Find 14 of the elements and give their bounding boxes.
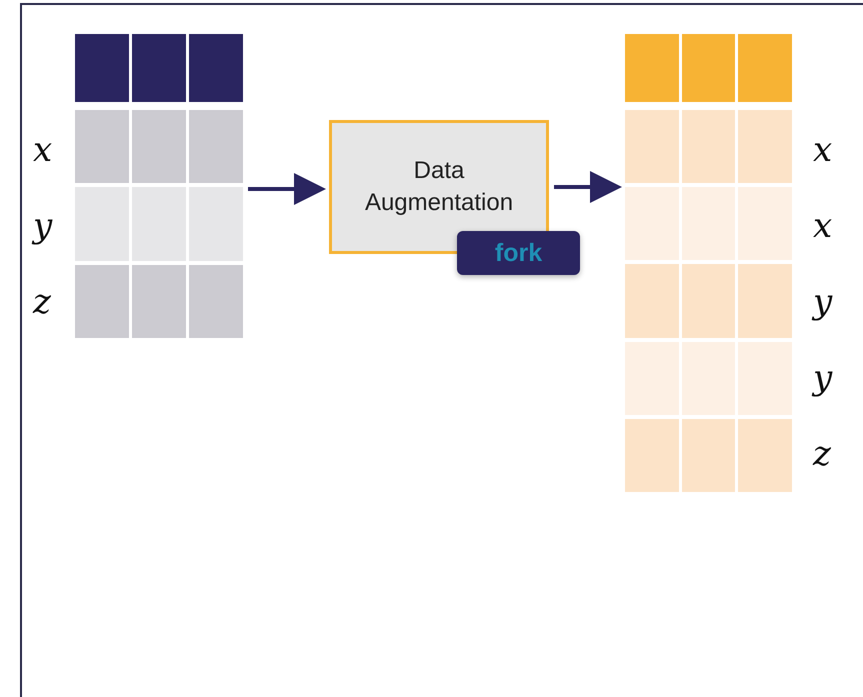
- row-label: y: [813, 282, 832, 322]
- table-drawing: [625, 34, 792, 492]
- row-label: z: [33, 282, 51, 322]
- row-label: x: [813, 130, 832, 170]
- arrow: [554, 171, 622, 203]
- row-label: y: [813, 358, 832, 398]
- row-label: z: [813, 434, 831, 474]
- row-label: x: [813, 206, 832, 246]
- row-label: y: [33, 206, 52, 246]
- table-drawing: [75, 34, 243, 338]
- box-title: Data Augmentation: [364, 156, 514, 218]
- row-label: x: [33, 130, 52, 170]
- tag-badge: fork: [457, 231, 580, 275]
- arrow: [248, 173, 326, 205]
